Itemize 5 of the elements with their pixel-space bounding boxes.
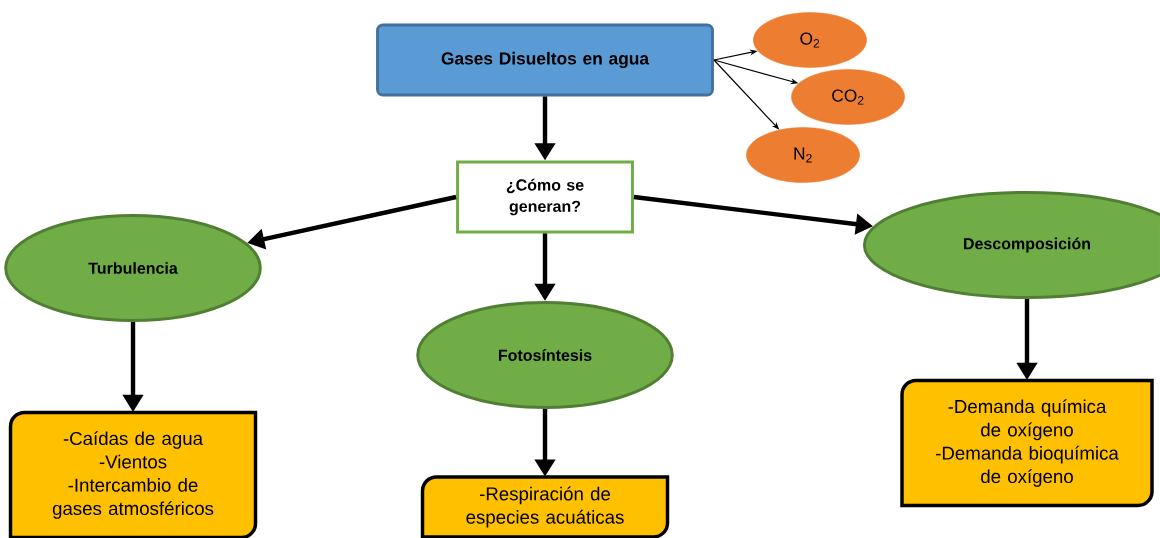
detail-box: -Caídas de agua -Vientos -Intercambio de gases atmosféricos (8, 410, 258, 538)
question-box: ¿Cómo se generan? (456, 160, 634, 234)
detail-box: -Demanda química de oxígeno -Demanda bioquímica de oxígeno (900, 378, 1154, 508)
detail-box: -Respiración de especies acuáticas (420, 475, 670, 538)
process-box: Gases Disueltos en agua (376, 23, 714, 97)
